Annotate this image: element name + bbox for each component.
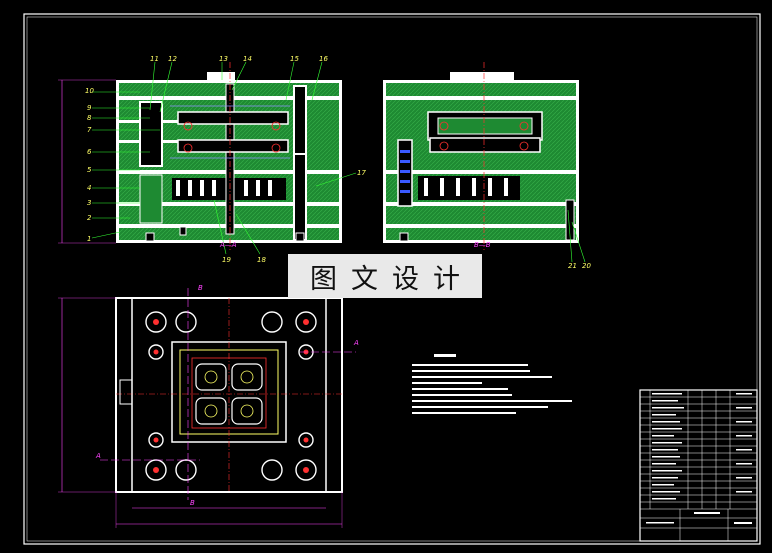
part-label-8: 8 [87,114,92,122]
watermark-banner: 图文设计 [288,254,482,298]
section-marker-a-right: A [353,339,359,347]
side-section-view: B—B 21 20 [383,62,591,270]
part-label-11: 11 [150,55,159,63]
part-label-19: 19 [222,256,231,264]
technical-requirements-notes [412,354,572,414]
part-label-17: 17 [357,169,366,177]
inner-frame [26,16,758,542]
part-label-14: 14 [243,55,252,63]
title-block [639,389,758,542]
part-label-7: 7 [87,126,92,134]
part-label-2: 2 [87,214,92,222]
section-label-a-a: A—A [219,241,237,249]
part-label-15: 15 [290,55,299,63]
part-label-13: 13 [219,55,228,63]
front-section-view: 11 12 13 14 15 16 10 9 8 7 6 5 4 3 2 1 1… [58,55,366,264]
part-label-16: 16 [319,55,328,63]
part-label-3: 3 [87,199,91,207]
part-label-9: 9 [87,104,92,112]
part-label-21: 21 [568,262,577,270]
part-label-6: 6 [87,148,92,156]
part-label-5: 5 [87,166,92,174]
front-view-part-labels: 11 12 13 14 15 16 10 9 8 7 6 5 4 3 2 1 1… [85,55,366,264]
part-label-20: 20 [582,262,591,270]
part-label-18: 18 [257,256,266,264]
part-label-1: 1 [87,235,91,243]
part-label-10: 10 [85,87,94,95]
part-label-12: 12 [168,55,177,63]
section-marker-b-bottom: B [190,499,195,507]
section-marker-b-top: B [198,284,203,292]
plan-view: A A B B [58,284,359,528]
outer-frame [23,13,761,545]
plan-section-markers: A A B B [95,284,359,507]
part-label-4: 4 [87,184,91,192]
section-label-b-b: B—B [474,241,491,249]
section-marker-a-left: A [95,452,101,460]
